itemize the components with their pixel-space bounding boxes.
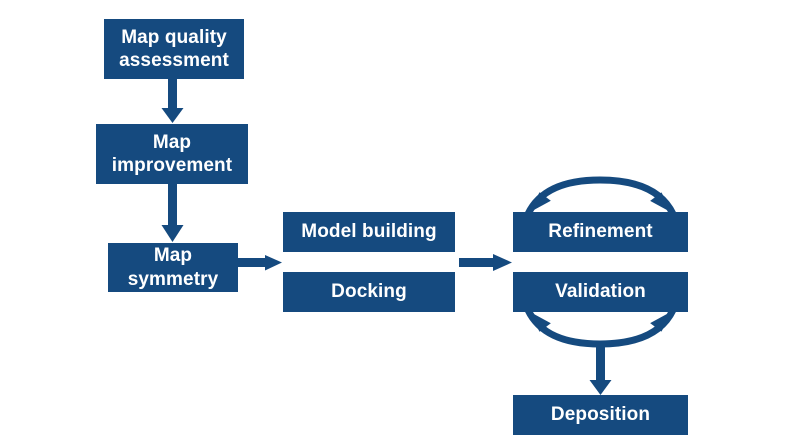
- node-label: Map quality assessment: [119, 26, 229, 71]
- node-map-improvement[interactable]: Map improvement: [96, 124, 248, 184]
- node-validation[interactable]: Validation: [513, 272, 688, 312]
- arrow-cycle-to-deposition: [589, 341, 612, 395]
- arrow-building-to-refinement: [459, 254, 512, 271]
- node-map-quality-assessment[interactable]: Map quality assessment: [104, 19, 244, 79]
- arrow-quality-to-improvement: [161, 79, 184, 123]
- node-label: Map improvement: [111, 131, 233, 176]
- node-label: Refinement: [548, 221, 653, 243]
- node-label: Docking: [331, 281, 407, 303]
- node-label: Validation: [555, 281, 646, 303]
- node-label: Model building: [301, 221, 437, 243]
- arc-top-cycle: [524, 176, 677, 216]
- node-deposition[interactable]: Deposition: [513, 395, 688, 435]
- arrow-symmetry-to-building: [238, 255, 282, 271]
- arrow-improvement-to-symmetry: [161, 184, 184, 242]
- node-label: Deposition: [550, 404, 651, 426]
- node-refinement[interactable]: Refinement: [513, 212, 688, 252]
- arc-bottom-cycle: [524, 308, 677, 348]
- node-map-symmetry[interactable]: Map symmetry: [108, 243, 238, 292]
- node-docking[interactable]: Docking: [283, 272, 455, 312]
- node-label: Map symmetry: [127, 245, 219, 290]
- node-model-building[interactable]: Model building: [283, 212, 455, 252]
